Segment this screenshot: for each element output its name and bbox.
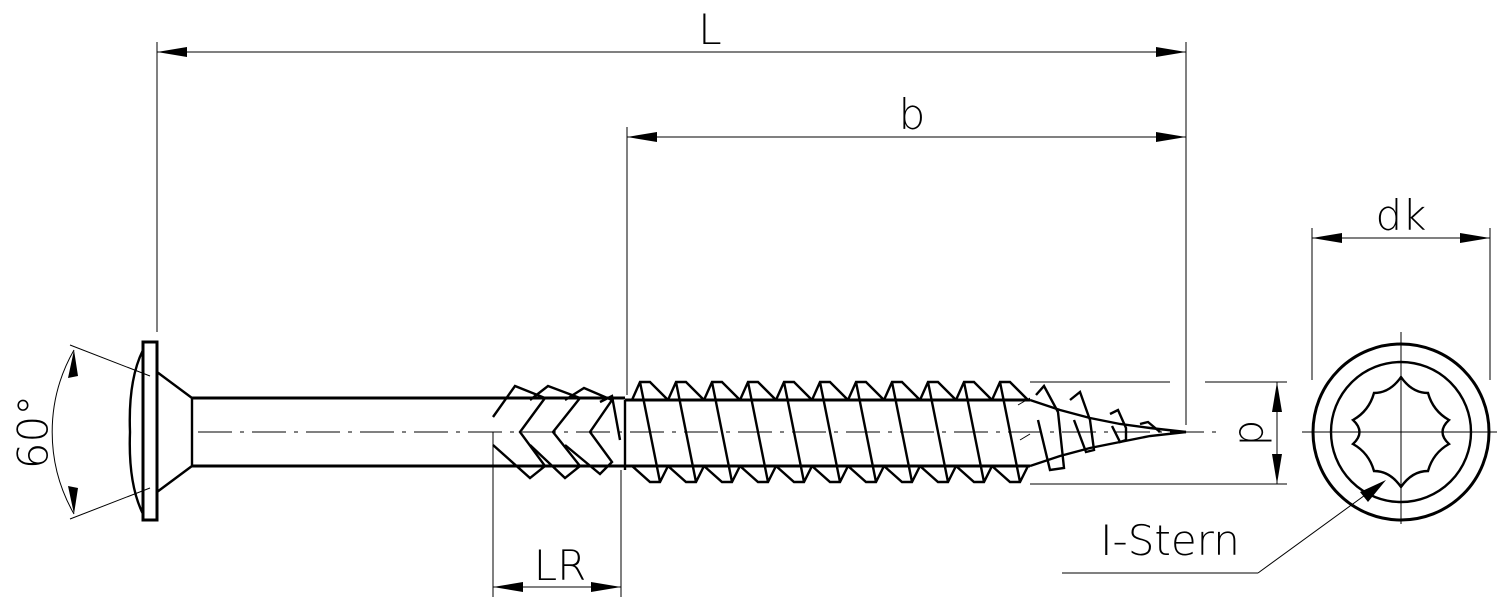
arrowhead-right bbox=[1460, 233, 1490, 243]
arrowhead-left bbox=[627, 132, 657, 142]
head-inner-circle bbox=[1329, 360, 1473, 504]
arrowhead-right bbox=[1156, 132, 1186, 142]
angle-label: 60° bbox=[9, 395, 58, 469]
arrowhead-top bbox=[68, 350, 78, 378]
arrowhead-left bbox=[157, 47, 187, 57]
dimension-dk: dk bbox=[1311, 191, 1491, 380]
leader-arrowhead bbox=[1360, 480, 1386, 502]
arrowhead-left bbox=[493, 582, 523, 592]
dimension-d: d bbox=[1030, 381, 1287, 485]
arrowhead-right bbox=[1156, 47, 1186, 57]
arrowhead-bottom bbox=[68, 486, 78, 514]
arrowhead-left bbox=[1312, 233, 1342, 243]
screw-tip bbox=[1017, 383, 1187, 472]
drive-label: I-Stern bbox=[1100, 516, 1240, 565]
angle-dimension: 60° bbox=[9, 344, 151, 520]
milling-ribs bbox=[492, 384, 622, 480]
dimension-lr-label: LR bbox=[534, 541, 587, 590]
screw-side-view bbox=[128, 340, 1220, 522]
torx-star-icon bbox=[1350, 374, 1452, 490]
dimension-b: b bbox=[626, 90, 1186, 395]
screw-head-top-view bbox=[1302, 332, 1497, 524]
dimension-dk-label: dk bbox=[1376, 191, 1427, 240]
arrowhead-bottom bbox=[1272, 454, 1282, 484]
thread bbox=[630, 380, 1030, 484]
dimension-b-label: b bbox=[899, 90, 926, 139]
arrowhead-right bbox=[591, 582, 621, 592]
dimension-lr: LR bbox=[492, 432, 622, 597]
drive-callout: I-Stern bbox=[1062, 480, 1386, 574]
dimension-l: L bbox=[156, 5, 1187, 425]
dimension-d-label: d bbox=[1230, 420, 1279, 447]
dimension-l-label: L bbox=[698, 5, 721, 54]
washer-head bbox=[141, 340, 159, 522]
head-outer-circle bbox=[1311, 342, 1491, 522]
arrowhead-top bbox=[1272, 382, 1282, 412]
